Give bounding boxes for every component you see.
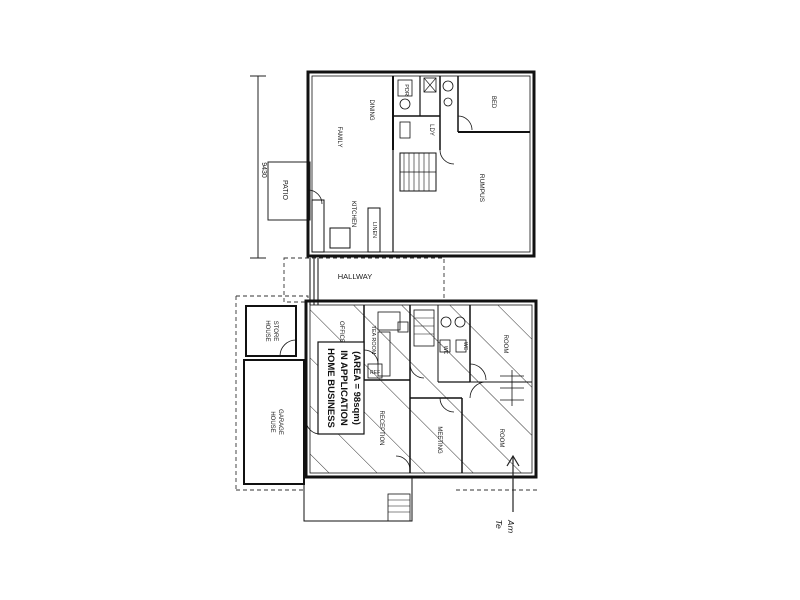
tea-room-label: TEA ROOM	[370, 325, 376, 354]
house-store-label-2: STORE	[272, 321, 278, 342]
lower-boundary	[235, 295, 540, 491]
rumpus-label: RUMPUS	[478, 174, 485, 203]
pdr-label: PDR	[403, 84, 409, 96]
dimension-label: 9430	[260, 162, 267, 178]
house-garage-label-1: HOUSE	[269, 411, 275, 432]
house-store	[245, 305, 297, 357]
house-garage	[243, 359, 305, 485]
reception-label: RECEPTION	[378, 410, 384, 445]
patio	[267, 161, 311, 221]
patio-label: PATIO	[281, 180, 288, 201]
family-label: FAMILY	[336, 127, 342, 148]
dimension-line	[250, 75, 266, 259]
home-business-line2: IN APPLICATION	[338, 350, 349, 426]
entry-arrow	[506, 454, 520, 512]
home-business-line3: (AREA = 98sqm)	[351, 351, 362, 425]
office-label: OFFICE	[338, 321, 344, 343]
wc-label-2: WC	[462, 342, 468, 351]
hallway-label: HALLWAY	[338, 272, 372, 281]
dining-label: DINING	[368, 100, 374, 121]
house-garage-label-2: GARAGE	[277, 409, 283, 435]
room-bottom-label: ROOM	[498, 429, 504, 448]
kitchen-label: KITCHEN	[350, 201, 356, 227]
house-store-label-1: HOUSE	[264, 320, 270, 341]
linen-label: LINEN	[371, 222, 377, 238]
home-business-line1: HOME BUSINESS	[325, 348, 336, 428]
bed-label: BED	[490, 96, 496, 109]
meeting-label: MEETING	[436, 426, 442, 454]
ref-label: REF	[370, 370, 380, 376]
handwriting-line2: Te	[494, 520, 503, 529]
upper-floor	[306, 70, 536, 258]
handwriting-line1: Am	[506, 519, 515, 533]
ldy-label: LDY	[428, 124, 434, 136]
home-business-box	[317, 341, 365, 435]
room-top-label: ROOM	[502, 335, 508, 354]
wc-label-1: WC	[442, 346, 448, 355]
